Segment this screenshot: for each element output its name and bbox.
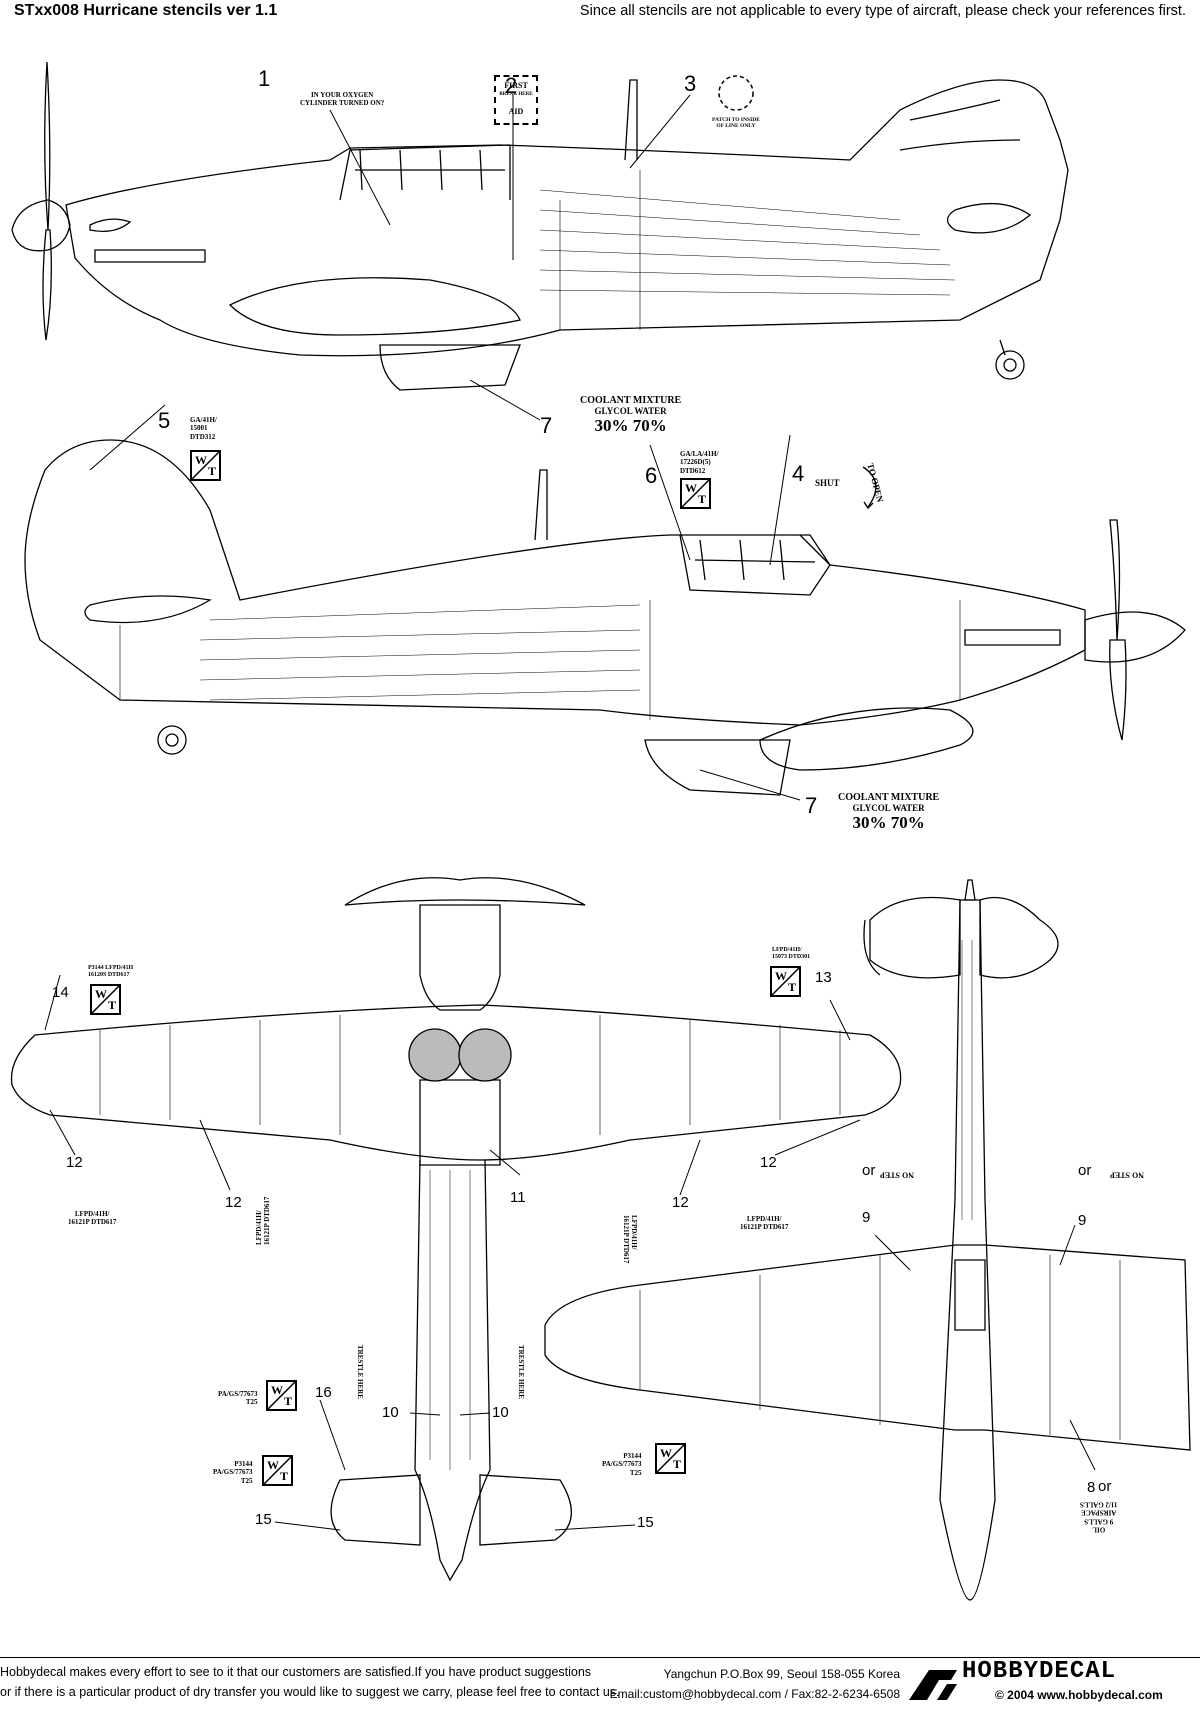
- callout-4: 4: [792, 461, 805, 486]
- wt-t: T: [283, 1394, 292, 1408]
- p3144-pa-stencil-right: P3144 PA/GS/77673 T25: [602, 1452, 642, 1477]
- footer-email-fax: Email:custom@hobbydecal.com / Fax:82-2-6…: [609, 1687, 900, 1701]
- callout-10-b: 10: [492, 1404, 509, 1421]
- topside-plan-view: [544, 879, 1191, 1601]
- callout-2: 2: [505, 73, 518, 98]
- p3144-stencil-14: P3144 LFPD/41H 16120S DTD617: [88, 965, 134, 979]
- or-right: or: [1078, 1162, 1092, 1179]
- callout-6: 6: [645, 463, 658, 488]
- wt-w: W: [95, 987, 107, 1001]
- or-left: or: [862, 1162, 876, 1179]
- callout-11: 11: [510, 1189, 526, 1206]
- or-oil: or: [1098, 1478, 1112, 1495]
- callout-10-a: 10: [382, 1404, 399, 1421]
- reference-note: Since all stencils are not applicable to…: [579, 3, 1186, 19]
- footer-line-2: or if there is a particular product of d…: [0, 1685, 620, 1699]
- underside-plan-view: [10, 877, 902, 1582]
- open-arrow-icon: [862, 466, 877, 510]
- wt-t: T: [672, 1457, 681, 1471]
- wt-t: T: [279, 1469, 288, 1483]
- callout-9-b: 9: [1078, 1212, 1087, 1229]
- wt-w: W: [660, 1446, 672, 1460]
- callout-13: 13: [815, 969, 832, 986]
- lfpd-stencil-12-d: LFPD/41H/ 16121P DTD617: [740, 1215, 789, 1232]
- footer-address: Yangchun P.O.Box 99, Seoul 158-055 Korea: [663, 1667, 900, 1681]
- pa-stencil-left: PA/GS/77673 T25: [218, 1390, 258, 1407]
- first-aid-stencil: FIRST BREAK HERE AID: [494, 75, 538, 125]
- first-aid-mid: BREAK HERE: [499, 92, 533, 97]
- callout-15-a: 15: [255, 1511, 272, 1528]
- callout-12-a: 12: [66, 1154, 83, 1171]
- footer-contact: Yangchun P.O.Box 99, Seoul 158-055 Korea…: [560, 1664, 900, 1704]
- ga-stencil-6: GA/LA/41H/ 17226D(5) DTD612: [680, 450, 719, 475]
- callout-7-bottom: 7: [805, 793, 818, 818]
- ga-stencil-5: GA/41H/ 15001 DTD312: [190, 416, 217, 441]
- wt-t: T: [107, 998, 116, 1012]
- trestle-stencil-left: TRESTLE HERE: [356, 1345, 364, 1399]
- callout-14: 14: [52, 984, 69, 1001]
- sheet-title: STxx008 Hurricane stencils ver 1.1: [14, 2, 278, 19]
- lfpd-stencil-13: LFPD/41H/ 15073 DTD301: [772, 947, 811, 961]
- coolant-stencil-bottom: COOLANT MIXTURE GLYCOL WATER 30% 70%: [838, 792, 939, 833]
- footer-disclaimer: Hobbydecal makes every effort to see to …: [0, 1662, 620, 1702]
- coolant-sub: GLYCOL WATER: [852, 803, 925, 813]
- wt-t: T: [207, 464, 216, 478]
- callout-7-top: 7: [540, 413, 553, 438]
- wt-t: T: [697, 492, 706, 506]
- side-view-right-profile: [24, 439, 1186, 796]
- lfpd-stencil-12-c: LFPD/41H/ 16121P DTD617: [621, 1215, 638, 1264]
- wt-w: W: [685, 481, 697, 495]
- coolant-title: COOLANT MIXTURE: [838, 792, 940, 803]
- patch-stencil: PATCH TO INSIDE OF LINE ONLY: [712, 117, 760, 130]
- callout-5: 5: [158, 408, 171, 433]
- callout-8: 8: [1087, 1479, 1096, 1496]
- coolant-sub: GLYCOL WATER: [594, 406, 667, 416]
- wt-w: W: [195, 453, 207, 467]
- coolant-title: COOLANT MIXTURE: [580, 395, 682, 406]
- callout-16: 16: [315, 1384, 332, 1401]
- p3144-pa-stencil-left: P3144 PA/GS/77673 T25: [213, 1460, 253, 1485]
- wt-w: W: [267, 1458, 279, 1472]
- footer-divider: [0, 1657, 1200, 1658]
- wt-w: W: [271, 1383, 283, 1397]
- shut-stencil: SHUT: [815, 478, 840, 488]
- callout-1: 1: [258, 66, 271, 91]
- copyright: © 2004 www.hobbydecal.com: [995, 1688, 1163, 1702]
- callout-9-a: 9: [862, 1209, 871, 1226]
- coolant-stencil-top: COOLANT MIXTURE GLYCOL WATER 30% 70%: [580, 395, 681, 436]
- side-view-left-profile: [11, 61, 1069, 391]
- leader-lines: [44, 94, 1096, 1531]
- footer-line-1: Hobbydecal makes every effort to see to …: [0, 1665, 592, 1679]
- first-aid-top: FIRST: [504, 81, 528, 90]
- wt-w: W: [775, 969, 787, 983]
- lfpd-stencil-12-a: LFPD/41H/ 16121P DTD617: [68, 1210, 117, 1227]
- wt-t: T: [787, 980, 796, 994]
- oil-stencil: OIL 9 GALLS AIRSPACE 11/2 GALLS: [1080, 1500, 1118, 1534]
- trestle-stencil-right: TRESTLE HERE: [517, 1345, 525, 1399]
- callout-12-b: 12: [225, 1194, 242, 1211]
- no-step-stencil-left: NO STEP: [880, 1170, 915, 1180]
- oxygen-stencil: IN YOUR OXYGEN CYLINDER TURNED ON?: [300, 91, 385, 108]
- coolant-values: 30% 70%: [594, 416, 667, 435]
- callout-15-b: 15: [637, 1514, 654, 1531]
- hobbydecal-logo-icon: [909, 1670, 957, 1700]
- coolant-values: 30% 70%: [852, 813, 925, 832]
- lfpd-stencil-12-b: LFPD/41H/ 16121P DTD617: [255, 1196, 272, 1245]
- first-aid-bottom: AID: [508, 107, 524, 116]
- no-step-stencil-right: NO STEP: [1110, 1170, 1145, 1180]
- callout-12-d: 12: [760, 1154, 777, 1171]
- patch-circle: [718, 75, 754, 111]
- callout-3: 3: [684, 71, 697, 96]
- callout-12-c: 12: [672, 1194, 689, 1211]
- brand-name: HOBBYDECAL: [962, 1658, 1117, 1685]
